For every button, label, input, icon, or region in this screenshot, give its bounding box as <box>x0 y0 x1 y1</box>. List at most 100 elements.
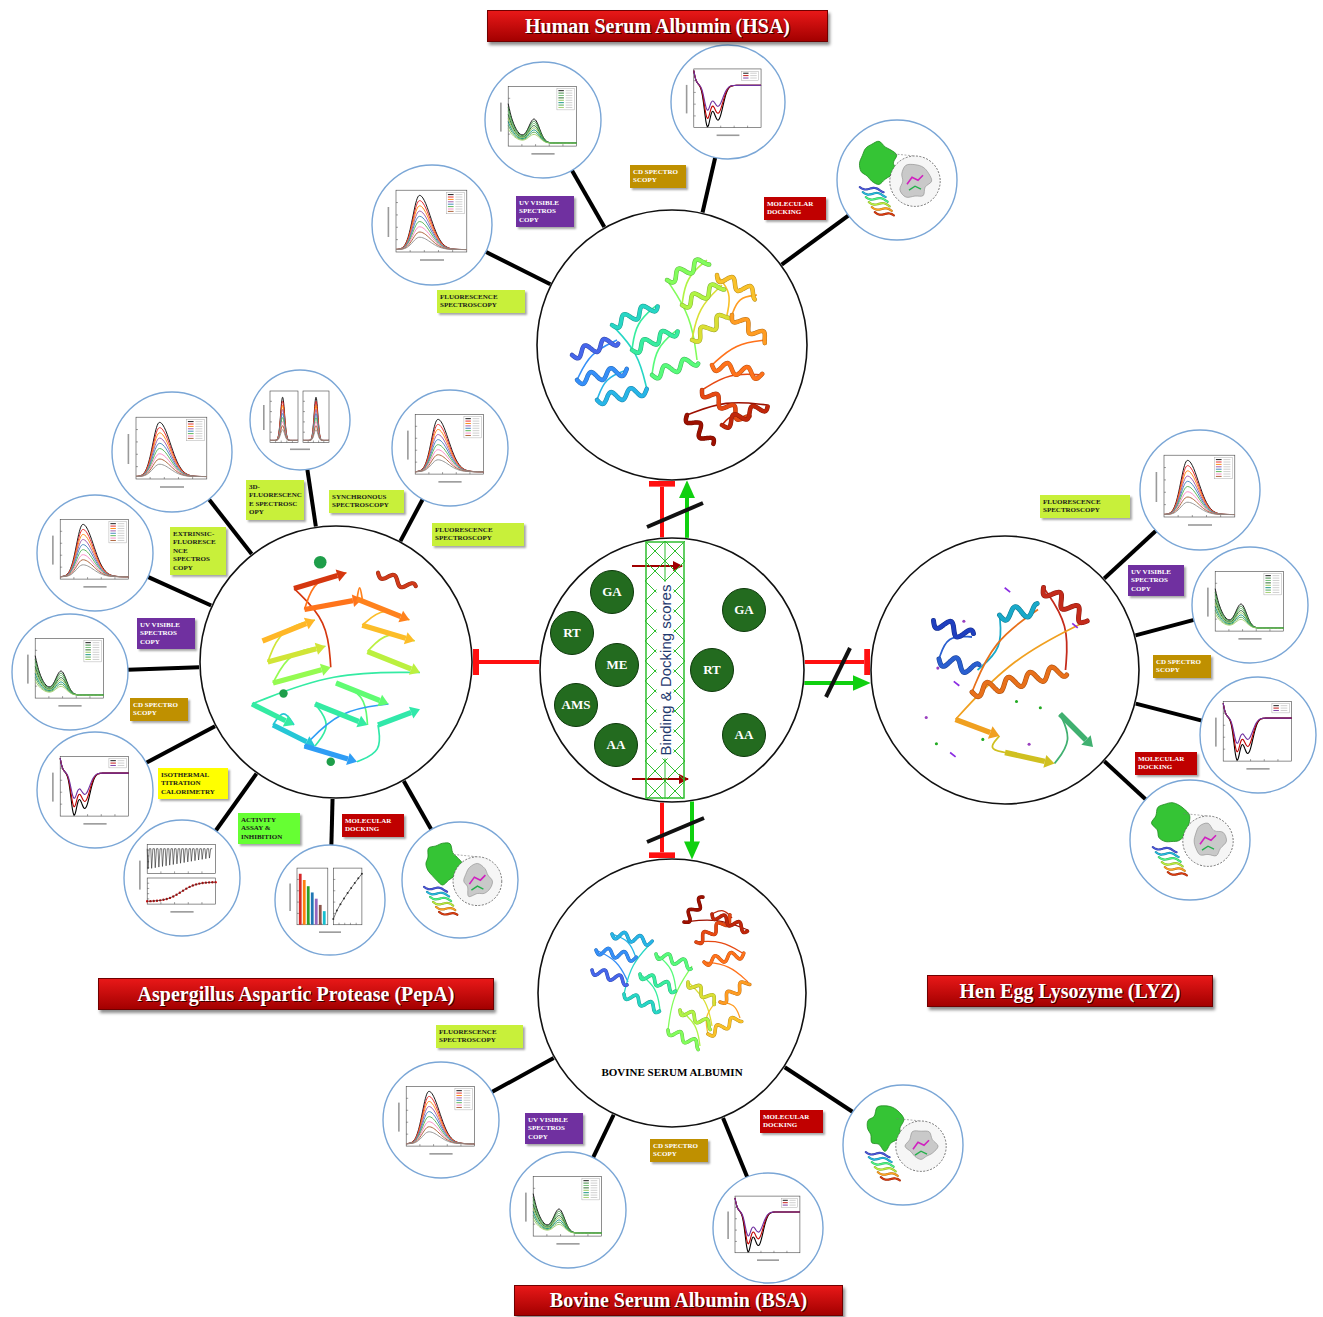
legend-line <box>456 1107 461 1108</box>
axis-tick <box>303 421 305 422</box>
legend-box <box>1272 704 1289 713</box>
axis-tick <box>286 441 287 443</box>
beta-strand-head <box>320 664 331 676</box>
helix-ribbon <box>612 306 658 328</box>
beta-strand-head <box>283 715 294 726</box>
legend-line <box>583 1197 588 1198</box>
legend-blob <box>195 428 202 429</box>
legend-box <box>109 522 126 543</box>
plot-thumbnail <box>383 1062 499 1178</box>
spectrum-curve <box>270 418 298 441</box>
legend-line <box>583 1185 588 1186</box>
legend-line <box>85 645 90 646</box>
plot-thumbnail <box>402 822 518 938</box>
axis-tick <box>406 1134 408 1135</box>
plot-axes <box>60 519 128 579</box>
technique-text: SYNCHRONOUS SPECTROSCOPY <box>332 493 401 510</box>
spectrum-curve <box>508 122 576 144</box>
plot-thumbnail <box>392 390 508 506</box>
spectrum-curve <box>60 545 128 577</box>
side-chain-stick <box>1005 588 1011 592</box>
legend-line <box>188 424 194 425</box>
thumbnail-frame <box>112 392 232 512</box>
leader-line <box>331 799 332 845</box>
title-banner: Aspergillus Aspartic Protease (PepA) <box>98 978 494 1010</box>
legend-line <box>456 1093 461 1094</box>
legend-blob <box>1273 580 1280 581</box>
leader-line <box>593 1115 614 1158</box>
helix-ribbon <box>712 363 762 379</box>
spectrum-curve <box>270 405 298 440</box>
technique-text: CD SPECTRO SCOPY <box>1156 658 1208 675</box>
axis-tick <box>174 871 175 873</box>
ligand-abbrev: ME <box>607 657 628 673</box>
spectrum-curve <box>1215 603 1283 628</box>
helix-ribbon-edge <box>572 339 618 358</box>
legend-line <box>558 97 563 98</box>
legend-blob <box>118 540 125 541</box>
helix-ribbon-edge <box>378 573 416 587</box>
helix-ribbon <box>702 390 750 420</box>
spectrum-curve <box>1223 703 1291 743</box>
spectrum-curve <box>533 1201 601 1233</box>
spectrum-curve <box>533 1197 601 1233</box>
helix-ribbon-edge <box>632 331 678 353</box>
axis-tick <box>178 477 179 479</box>
circle-outline <box>536 209 808 481</box>
axis-tick <box>1256 629 1257 631</box>
side-chain-stick <box>954 681 960 685</box>
binding-pocket <box>464 863 493 896</box>
data-point <box>361 873 363 875</box>
spectrum-curve <box>406 1112 474 1144</box>
thumbnail-frame <box>402 822 518 938</box>
plot-thumbnail <box>37 732 153 848</box>
axis-tick <box>344 923 345 925</box>
legend-blob <box>195 438 202 439</box>
legend-line <box>1265 585 1270 586</box>
data-point <box>336 909 338 911</box>
residue-stick <box>471 886 483 890</box>
axis-tick <box>87 814 88 816</box>
spectrum-curve <box>270 426 298 441</box>
axis-tick <box>406 1098 408 1099</box>
spectrum-curve <box>60 550 128 577</box>
beta-strand-head <box>304 618 315 630</box>
spectrum-curve <box>533 1208 601 1233</box>
technique-text: ACTIVITY ASSAY & INHIBITION <box>241 816 297 841</box>
residue-stick <box>909 186 921 190</box>
data-point <box>357 877 359 879</box>
spectrum-curve <box>415 440 483 472</box>
axis-tick <box>136 441 138 442</box>
spectrum-curve <box>1215 592 1283 628</box>
axis-tick <box>136 454 138 455</box>
ion-sphere <box>314 556 327 569</box>
axis-tick <box>89 696 90 698</box>
legend-line <box>85 657 90 658</box>
thumbnail-frame <box>124 820 240 936</box>
legend-line <box>188 438 194 439</box>
leader-line <box>1135 620 1193 636</box>
technique-label: ACTIVITY ASSAY & INHIBITION <box>238 813 300 844</box>
beta-strand-head <box>1043 755 1054 768</box>
legend-box <box>446 193 464 214</box>
legend-line <box>558 93 563 94</box>
axis-tick <box>694 92 696 93</box>
spectrum-curve <box>136 443 207 476</box>
axis-tick <box>760 1251 761 1253</box>
spectrum-curve <box>406 1127 474 1144</box>
helix-ribbon-edge <box>708 1018 742 1036</box>
legend-blob <box>566 102 573 103</box>
solvent-dot <box>935 742 938 745</box>
legend-blob <box>464 1105 471 1106</box>
spectrum-curve <box>303 422 329 441</box>
legend-blob <box>464 1095 471 1096</box>
helix-ribbon-edge <box>712 914 747 933</box>
legend-blob <box>455 201 462 202</box>
spectrum-curve <box>694 71 761 119</box>
zoom-circle <box>896 1121 946 1171</box>
beta-strand <box>305 601 353 610</box>
axis-tick <box>101 577 102 579</box>
legend-line <box>783 1205 788 1206</box>
axis-tick <box>456 472 457 474</box>
leader-line <box>492 1058 554 1092</box>
